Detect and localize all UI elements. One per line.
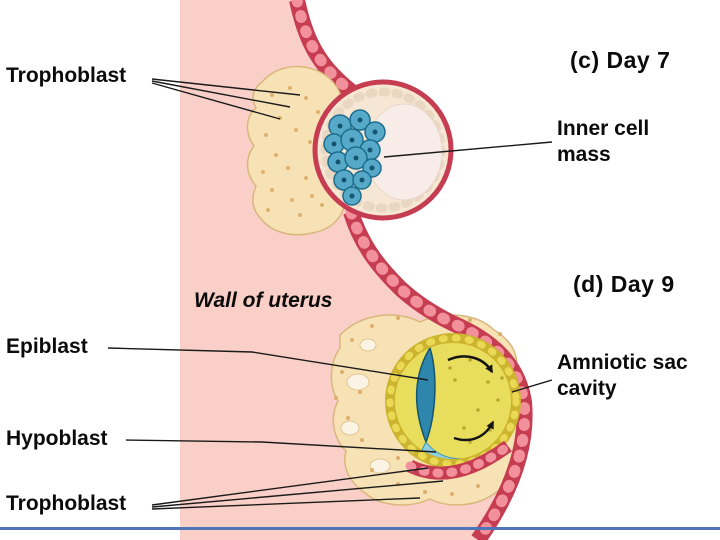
label-day7: (c) Day 7 — [570, 47, 671, 73]
leader-trophoblast-day7 — [151, 78, 301, 120]
leader-amniotic-sac-cavity — [511, 379, 553, 393]
day7-blastocyst — [312, 79, 454, 221]
leader-epiblast — [107, 347, 429, 381]
leader-lines — [107, 78, 553, 510]
trophoblast-speckles — [261, 86, 324, 217]
uterine-epithelium-border — [289, 0, 533, 540]
leader-trophoblast-day9 — [151, 467, 444, 510]
label-inner-cell-mass: Inner cell mass — [557, 117, 650, 166]
bottom-rule — [0, 527, 720, 530]
inner-cell-mass-nuclei — [331, 117, 378, 199]
rotation-arrow-top-icon — [447, 355, 494, 374]
blastocyst-rim — [312, 79, 454, 221]
day7-trophoblast-mass — [246, 65, 347, 236]
label-trophoblast-day7: Trophoblast — [6, 64, 127, 87]
label-hypoblast: Hypoblast — [6, 427, 108, 450]
leader-hypoblast — [125, 439, 437, 453]
leader-inner-cell-mass — [383, 141, 553, 158]
rotation-arrow-bottom-icon — [453, 420, 495, 442]
label-wall-of-uterus: Wall of uterus — [194, 289, 333, 312]
label-trophoblast-day9: Trophoblast — [6, 492, 127, 515]
label-amniotic-sac-cavity: Amniotic sac cavity — [557, 351, 688, 400]
cavity-stipple — [448, 358, 504, 444]
trophoblast-vacuoles — [340, 338, 391, 474]
label-epiblast: Epiblast — [6, 335, 88, 358]
label-day9: (d) Day 9 — [573, 271, 675, 297]
